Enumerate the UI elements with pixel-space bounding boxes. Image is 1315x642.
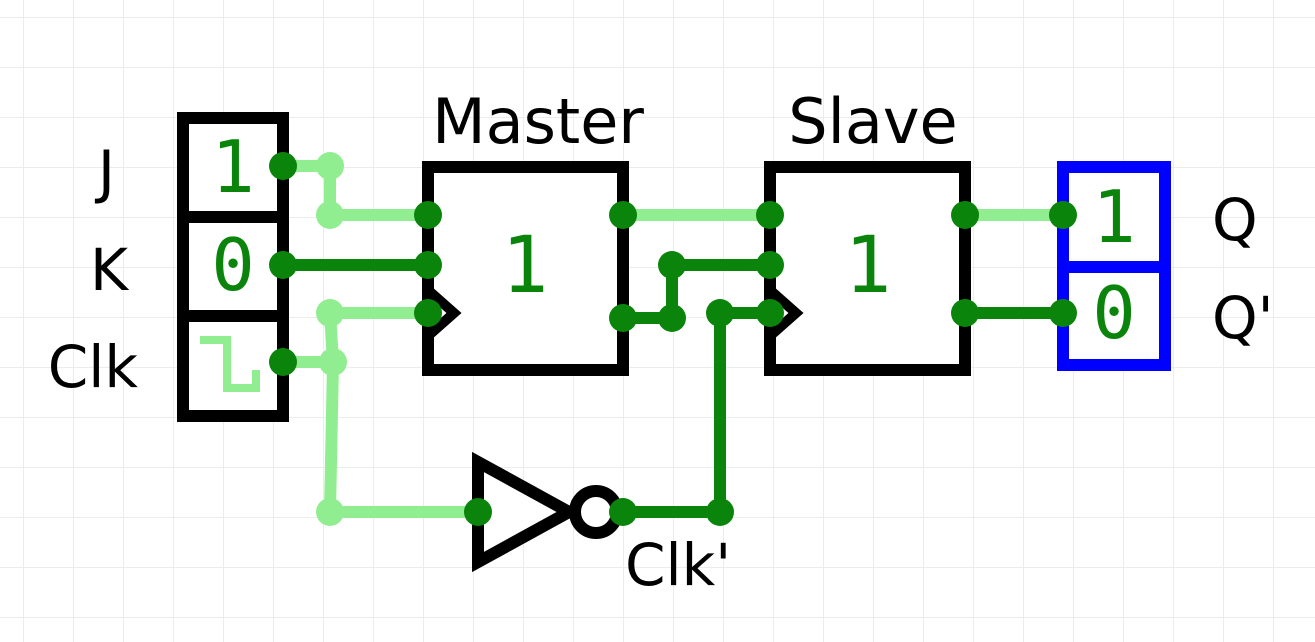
wire-master-qbar: [617, 259, 776, 324]
slave-state: 1: [845, 221, 892, 311]
node: [706, 299, 734, 327]
q-label: Q: [1212, 186, 1258, 254]
wire-clk-master: [277, 307, 434, 368]
wire-j: [277, 160, 434, 221]
clk-label: Clk: [48, 333, 139, 401]
node: [658, 251, 686, 279]
node: [414, 201, 442, 229]
master-state: 1: [502, 221, 549, 311]
node: [658, 304, 686, 332]
node: [319, 348, 347, 376]
node: [464, 498, 492, 526]
connection-nodes: [269, 152, 1077, 526]
node: [756, 299, 784, 327]
node: [1049, 299, 1077, 327]
qbar-label: Q': [1212, 284, 1274, 352]
node: [316, 201, 344, 229]
master-title: Master: [432, 85, 644, 158]
not-gate: [472, 451, 623, 573]
node: [951, 299, 979, 327]
node: [609, 498, 637, 526]
output-block: 1 0: [1057, 161, 1171, 371]
node: [414, 299, 442, 327]
node: [609, 304, 637, 332]
clk-bar-label: Clk': [625, 531, 731, 599]
j-label: J: [95, 138, 115, 206]
node: [316, 152, 344, 180]
clock-wave-icon[interactable]: [200, 336, 260, 392]
node: [609, 201, 637, 229]
slave-flip-flop: 1: [764, 161, 971, 376]
node: [756, 201, 784, 229]
master-clock-notch: [424, 286, 462, 340]
slave-title: Slave: [788, 85, 957, 158]
node: [1049, 201, 1077, 229]
node: [316, 498, 344, 526]
input-block: 1 0: [177, 112, 289, 422]
k-value[interactable]: 0: [211, 223, 254, 307]
node: [951, 201, 979, 229]
node: [316, 299, 344, 327]
node: [269, 251, 297, 279]
node: [756, 251, 784, 279]
node: [269, 348, 297, 376]
wire-clk-inverter: [324, 356, 484, 518]
node: [414, 251, 442, 279]
qbar-value: 0: [1092, 271, 1135, 355]
node: [706, 498, 734, 526]
wire-clk-bar: [617, 307, 776, 518]
k-label: K: [90, 236, 130, 304]
node: [269, 152, 297, 180]
q-value: 1: [1092, 175, 1135, 259]
j-value[interactable]: 1: [211, 125, 254, 209]
master-flip-flop: 1: [422, 161, 629, 376]
slave-clock-notch: [766, 286, 804, 340]
wires: [277, 160, 1069, 518]
